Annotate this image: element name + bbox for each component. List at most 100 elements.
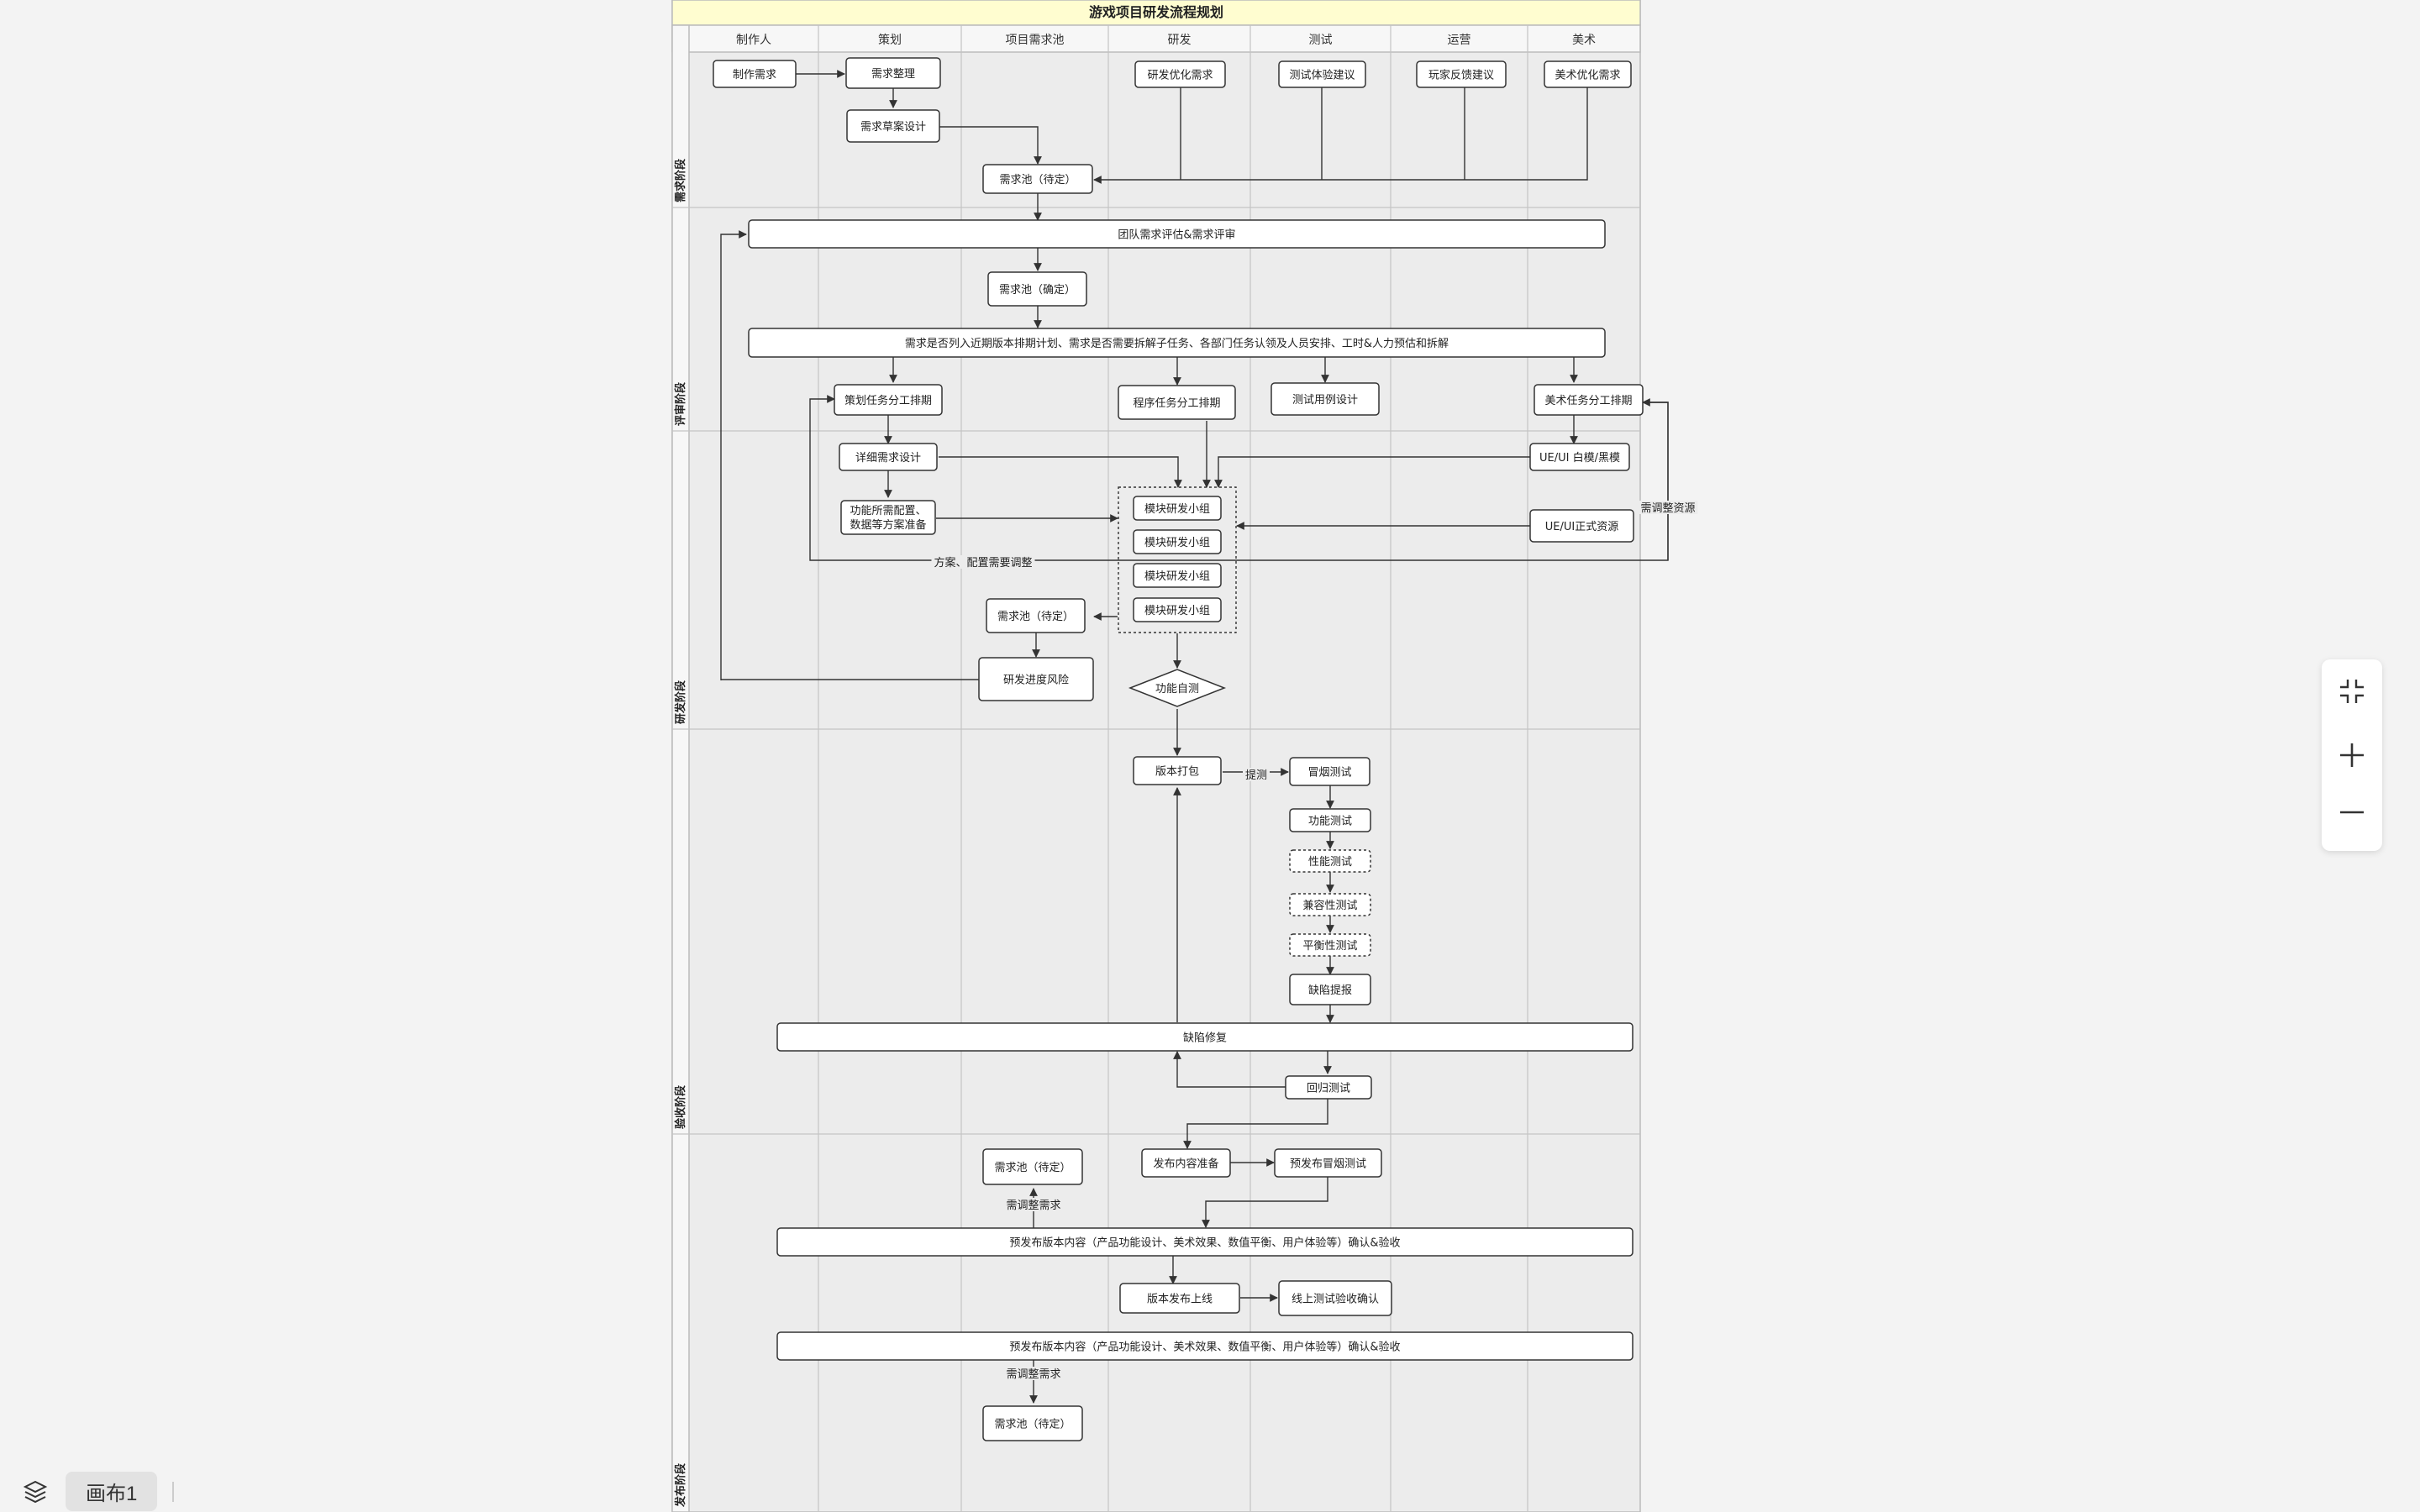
flow-node-jindu[interactable]: 研发进度风险	[978, 657, 1094, 701]
flow-node-pool2[interactable]: 需求池（确定）	[987, 271, 1087, 307]
flow-node-xingneng[interactable]: 性能测试	[1289, 849, 1371, 873]
node-shape	[834, 384, 943, 416]
node-label: 预发布版本内容（产品功能设计、美术效果、数值平衡、用户体验等）确认&验收	[1009, 1236, 1400, 1250]
flow-node-yfmaoyan[interactable]: 预发布冒烟测试	[1274, 1148, 1382, 1178]
node-shape	[987, 271, 1087, 307]
flow-node-xiangxi[interactable]: 详细需求设计	[839, 443, 938, 471]
flow-node-xianshang[interactable]: 线上测试验收确认	[1278, 1280, 1392, 1316]
swimlane-frame	[671, 0, 1641, 1512]
node-label: 模块研发小组	[1144, 570, 1210, 583]
node-shape	[978, 657, 1094, 701]
node-label: 需求池（待定）	[999, 174, 1076, 186]
flow-node-pinggu[interactable]: 团队需求评估&需求评审	[748, 219, 1606, 249]
node-label: 发布内容准备	[1153, 1158, 1218, 1171]
node-shape	[840, 500, 936, 535]
flow-node-pool5[interactable]: 需求池（待定）	[982, 1405, 1083, 1441]
edge	[939, 126, 1042, 165]
flow-node-csyongli[interactable]: 测试用例设计	[1270, 382, 1380, 416]
node-shape	[1133, 563, 1222, 588]
fit-screen-button[interactable]	[2322, 666, 2382, 717]
node-shape	[748, 219, 1606, 249]
node-label: 缺陷修复	[1183, 1032, 1227, 1045]
flow-node-quexian[interactable]: 缺陷提报	[1289, 974, 1371, 1005]
node-shape	[1270, 382, 1380, 416]
flow-node-pool1[interactable]: 需求池（待定）	[982, 164, 1093, 194]
flow-node-cxrenwu[interactable]: 程序任务分工排期	[1118, 385, 1236, 420]
flow-node-zhengli[interactable]: 需求整理	[845, 57, 941, 89]
flow-node-mk4[interactable]: 模块研发小组	[1133, 597, 1222, 622]
flow-node-maoyan[interactable]: 冒烟测试	[1289, 757, 1370, 786]
flow-node-yanshou2[interactable]: 预发布版本内容（产品功能设计、美术效果、数值平衡、用户体验等）确认&验收	[776, 1331, 1634, 1361]
node-shape	[1289, 757, 1370, 786]
node-shape	[776, 1331, 1634, 1361]
flow-node-mk1[interactable]: 模块研发小组	[1133, 496, 1222, 521]
zoom-in-button[interactable]	[2322, 730, 2382, 780]
node-shape	[1544, 60, 1632, 88]
node-label: 测试用例设计	[1292, 394, 1358, 407]
node-shape	[1141, 1148, 1231, 1178]
flow-node-zhizuo[interactable]: 制作需求	[713, 60, 797, 88]
flow-node-jianrong[interactable]: 兼容性测试	[1289, 893, 1371, 916]
node-label: 功能所需配置、	[850, 505, 926, 517]
edge	[939, 456, 1182, 488]
node-shape	[1289, 849, 1371, 873]
node-label: 预发布版本内容（产品功能设计、美术效果、数值平衡、用户体验等）确认&验收	[1009, 1341, 1400, 1354]
flow-node-jihua[interactable]: 需求是否列入近期版本排期计划、需求是否需要拆解子任务、各部门任务认领及人员安排、…	[748, 328, 1606, 358]
flow-node-csjianyi[interactable]: 测试体验建议	[1278, 60, 1366, 88]
edge-label: 方案、配置需要调整	[934, 556, 1032, 570]
flow-node-xiufu[interactable]: 缺陷修复	[776, 1022, 1634, 1052]
label-bg	[1003, 1198, 1064, 1211]
flow-node-pingheng[interactable]: 平衡性测试	[1289, 933, 1371, 957]
node-shape	[1534, 384, 1644, 416]
flow-node-yanshou1[interactable]: 预发布版本内容（产品功能设计、美术效果、数值平衡、用户体验等）确认&验收	[776, 1227, 1634, 1257]
label-bg	[1003, 1367, 1064, 1380]
flow-node-mk3[interactable]: 模块研发小组	[1133, 563, 1222, 588]
flow-node-pool3[interactable]: 需求池（待定）	[986, 598, 1086, 633]
node-shape	[1119, 1283, 1240, 1314]
flow-node-yfyouhua[interactable]: 研发优化需求	[1134, 60, 1226, 88]
flow-node-uebai[interactable]: UE/UI 白模/黑模	[1529, 443, 1630, 471]
node-label: 需求是否列入近期版本排期计划、需求是否需要拆解子任务、各部门任务认领及人员安排、…	[905, 337, 1449, 350]
node-label: 回归测试	[1307, 1083, 1350, 1095]
node-label: 平衡性测试	[1302, 940, 1357, 953]
flow-node-shangxian[interactable]: 版本发布上线	[1119, 1283, 1240, 1314]
node-label: 测试体验建议	[1289, 69, 1355, 82]
node-label: 性能测试	[1308, 856, 1352, 869]
node-shape	[1289, 933, 1371, 957]
column-header: 策划	[878, 33, 902, 47]
flow-node-uezhengshi[interactable]: UE/UI正式资源	[1529, 509, 1634, 543]
flow-node-huigui[interactable]: 回归测试	[1285, 1075, 1372, 1100]
flow-node-caoan[interactable]: 需求草案设计	[846, 109, 940, 143]
zoom-out-button[interactable]	[2322, 787, 2382, 837]
node-label: 预发布冒烟测试	[1290, 1158, 1366, 1171]
stage-label: 研发阶段	[674, 680, 687, 724]
node-label: 模块研发小组	[1144, 604, 1210, 617]
node-label: 缺陷提报	[1308, 984, 1352, 997]
flow-node-zice[interactable]: 功能自测	[1128, 669, 1227, 707]
node-shape	[1133, 756, 1222, 785]
flow-node-peizhi[interactable]: 功能所需配置、数据等方案准备	[840, 500, 936, 535]
flow-node-gongneng[interactable]: 功能测试	[1289, 808, 1371, 832]
node-label: UE/UI正式资源	[1545, 521, 1618, 533]
edge	[720, 230, 747, 680]
flow-node-mk2[interactable]: 模块研发小组	[1133, 529, 1222, 554]
flow-node-wjfankui[interactable]: 玩家反馈建议	[1416, 60, 1507, 88]
flow-node-dabao[interactable]: 版本打包	[1133, 756, 1222, 785]
flow-node-chrenwu[interactable]: 策划任务分工排期	[834, 384, 943, 416]
edge-label: 需调整资源	[1640, 502, 1695, 515]
node-label: 需求池（待定）	[994, 1419, 1071, 1431]
tab-divider	[172, 1481, 175, 1502]
node-label: 功能测试	[1308, 816, 1352, 828]
flow-node-fabuzhunbei[interactable]: 发布内容准备	[1141, 1148, 1231, 1178]
flow-node-pool4[interactable]: 需求池（待定）	[982, 1148, 1083, 1185]
flow-node-msyouhua[interactable]: 美术优化需求	[1544, 60, 1632, 88]
flow-node-msrenwu[interactable]: 美术任务分工排期	[1534, 384, 1644, 416]
decision-shape	[1128, 669, 1227, 707]
canvas-tab-1[interactable]: 画布1	[66, 1472, 158, 1511]
layers-button[interactable]	[20, 1477, 50, 1507]
edge-label: 需调整需求	[1006, 1368, 1060, 1381]
edge	[1214, 456, 1531, 488]
node-label: 需求草案设计	[860, 121, 926, 134]
